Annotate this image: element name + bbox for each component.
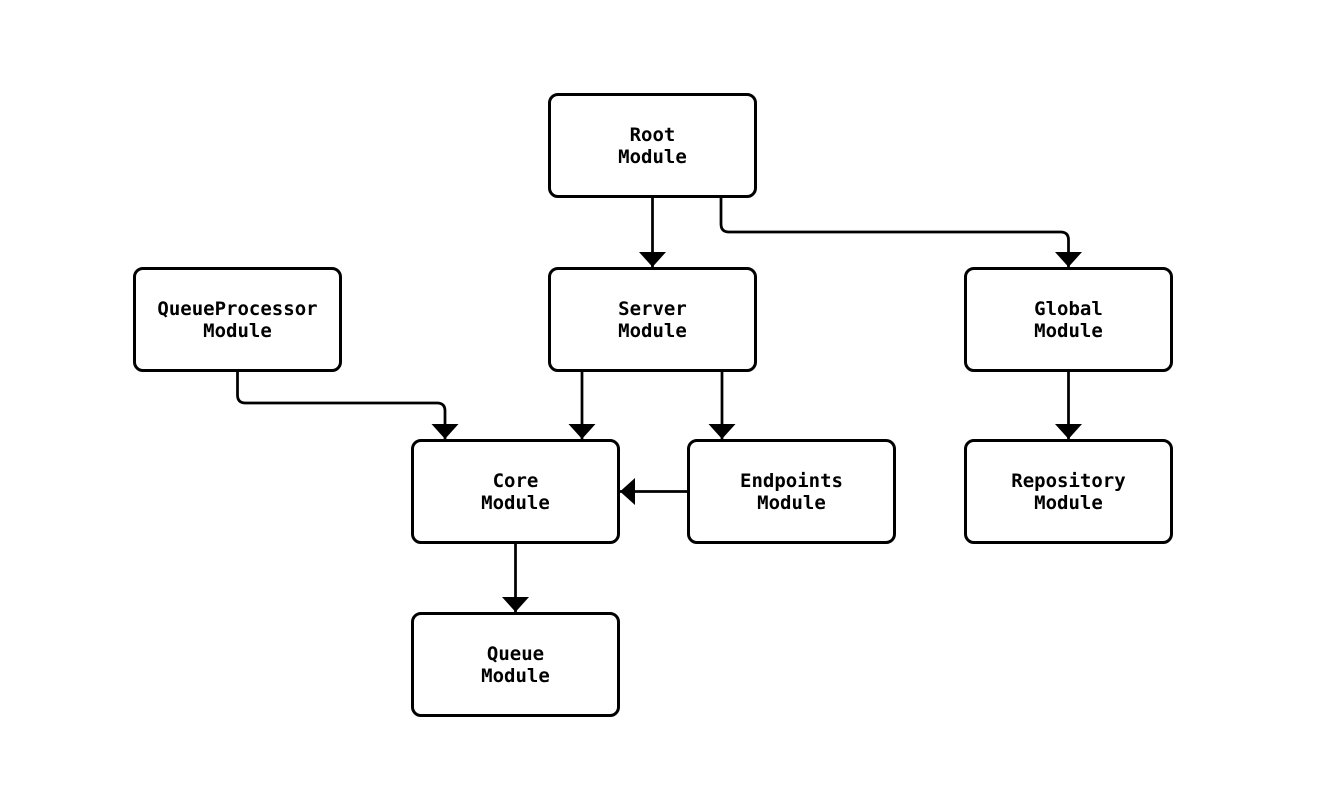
edge-queueprocessor-to-core (236, 372, 459, 439)
node-core-module: Core Module (411, 439, 620, 544)
node-repository-module: Repository Module (964, 439, 1173, 544)
node-queue-module: Queue Module (411, 612, 620, 717)
node-root-module-label: Root Module (618, 123, 687, 168)
node-endpoints-module: Endpoints Module (687, 439, 896, 544)
node-global-module: Global Module (964, 267, 1173, 372)
node-global-module-label: Global Module (1034, 297, 1103, 342)
node-queueprocessor-module-label: QueueProcessor Module (157, 297, 318, 342)
node-queue-module-label: Queue Module (481, 642, 550, 687)
node-root-module: Root Module (548, 93, 757, 198)
node-core-module-label: Core Module (481, 469, 550, 514)
node-repository-module-label: Repository Module (1011, 469, 1126, 514)
node-queueprocessor-module: QueueProcessor Module (133, 267, 342, 372)
node-server-module-label: Server Module (618, 297, 687, 342)
node-endpoints-module-label: Endpoints Module (740, 469, 843, 514)
node-server-module: Server Module (548, 267, 757, 372)
edge-root-to-global (719, 198, 1082, 267)
